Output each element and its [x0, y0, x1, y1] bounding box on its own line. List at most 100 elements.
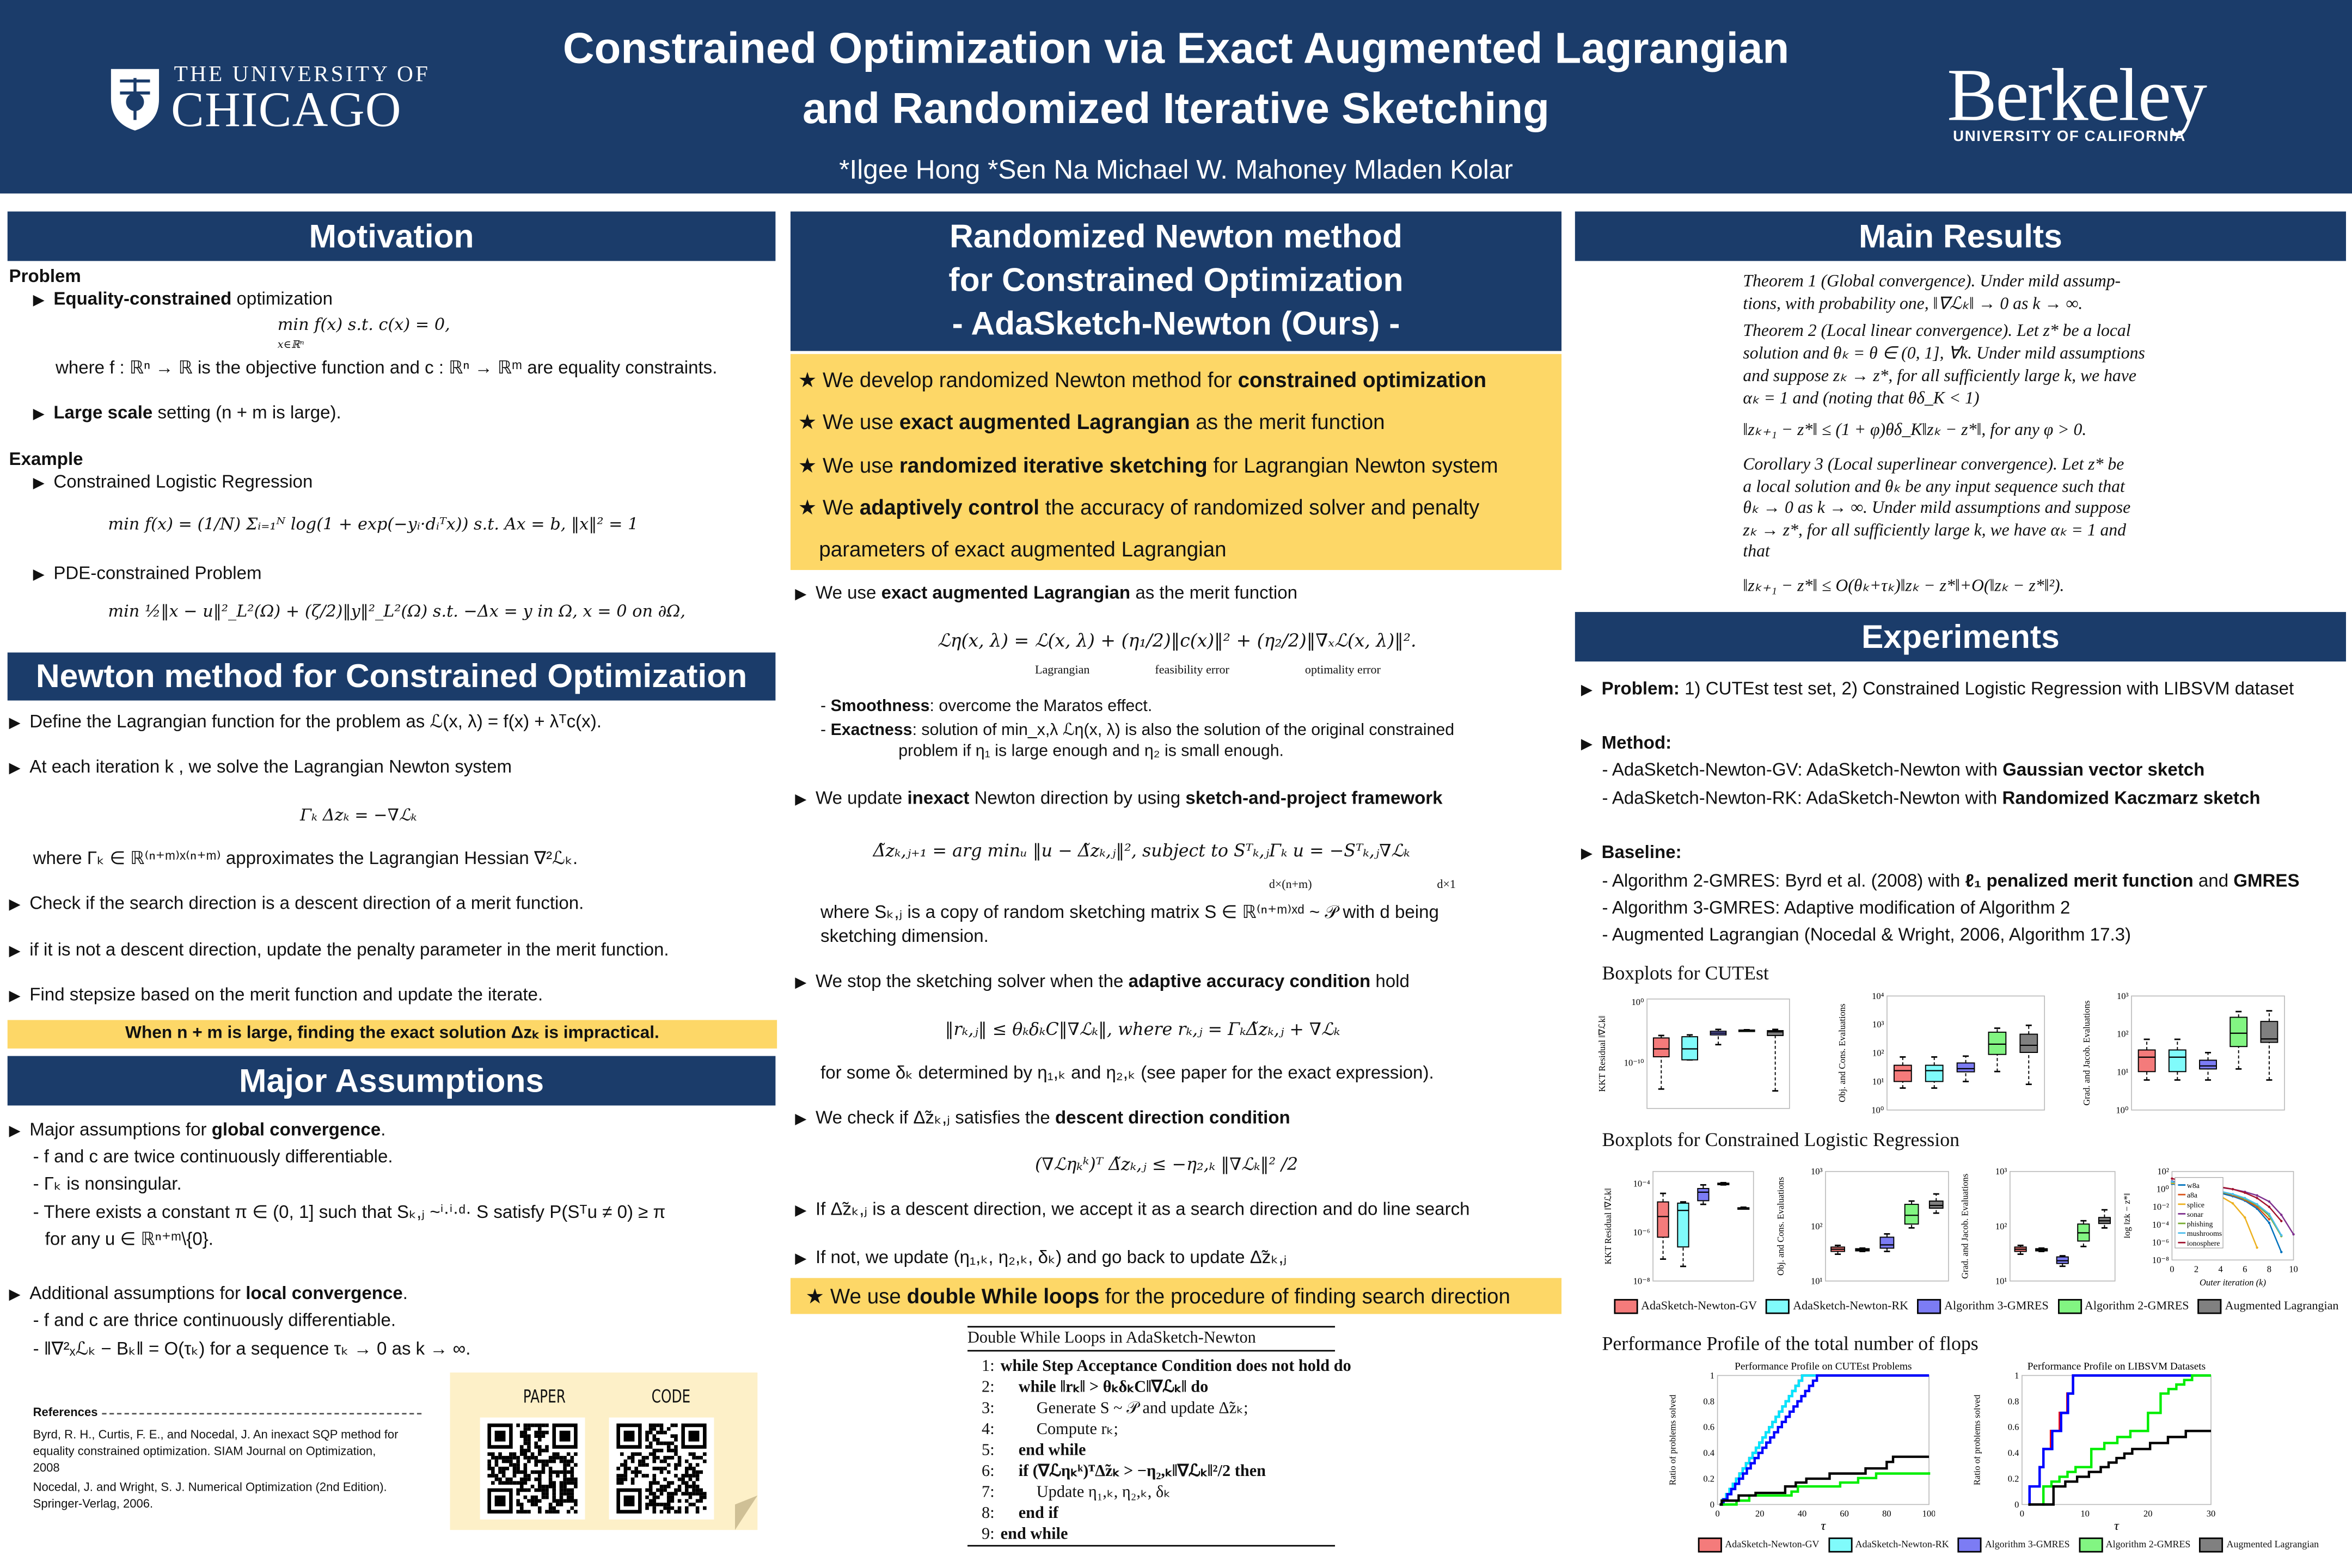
- qr-module: [545, 1492, 549, 1496]
- qr-module: [684, 1481, 689, 1485]
- profile-line: [1719, 1374, 1930, 1506]
- data-point: [2268, 1218, 2271, 1221]
- y-tick-label: 10⁻⁴: [2152, 1220, 2169, 1230]
- x-tick-label: 2: [2194, 1264, 2198, 1274]
- line-text: while Step Acceptance Condition does not…: [1000, 1357, 1351, 1376]
- plot-frame: [2131, 995, 2285, 1111]
- qr-module: [570, 1477, 574, 1481]
- exp-baseline-1: - Algorithm 2-GMRES: Byrd et al. (2008) …: [1602, 869, 2300, 891]
- qr-module: [537, 1434, 542, 1438]
- qr-module: [530, 1503, 535, 1506]
- qr-module: [527, 1459, 531, 1463]
- y-axis-label: KKT Residual ‖∇ℒk‖: [1597, 1015, 1607, 1092]
- y-tick-label: 1: [2014, 1370, 2019, 1381]
- qr-module: [659, 1423, 664, 1428]
- qr-module: [703, 1459, 707, 1463]
- qr-module: [670, 1456, 675, 1460]
- box: [1928, 1200, 1944, 1209]
- qr-module: [494, 1459, 499, 1463]
- problem-where: where f : ℝⁿ → ℝ is the objective functi…: [55, 357, 718, 378]
- poster-title-line2: and Randomized Iterative Sketching: [803, 85, 1549, 134]
- exp-baseline: ▶Baseline:: [1581, 841, 1682, 863]
- qr-module: [505, 1459, 510, 1463]
- qr-module: [563, 1459, 567, 1463]
- qr-module: [534, 1477, 538, 1481]
- qr-module: [695, 1488, 700, 1492]
- qr-code-paper[interactable]: [480, 1417, 585, 1520]
- qr-finder: [623, 1495, 635, 1506]
- qr-module: [663, 1466, 667, 1471]
- qr-module: [566, 1510, 571, 1514]
- qr-module: [659, 1441, 664, 1445]
- qr-module: [545, 1510, 549, 1514]
- qr-module: [534, 1488, 538, 1492]
- qr-module: [548, 1510, 553, 1514]
- qr-code-code[interactable]: [609, 1417, 714, 1520]
- box: [1988, 1031, 2007, 1055]
- qr-module: [630, 1452, 635, 1456]
- qr-module: [516, 1481, 520, 1485]
- qr-module: [645, 1434, 649, 1438]
- qr-module: [494, 1477, 499, 1481]
- data-point: [2280, 1234, 2283, 1236]
- line-number: 9:: [982, 1525, 995, 1543]
- qr-module: [648, 1445, 653, 1449]
- line-number: 1:: [982, 1357, 995, 1376]
- qr-module: [659, 1492, 664, 1496]
- qr-module: [548, 1470, 553, 1474]
- data-point: [2231, 1192, 2234, 1196]
- qr-module: [638, 1459, 642, 1463]
- qr-module: [519, 1484, 524, 1489]
- qr-module: [516, 1459, 520, 1463]
- legend-label: Algorithm 2-GMRES: [2084, 1298, 2189, 1313]
- qr-module: [695, 1492, 700, 1496]
- qr-module: [652, 1495, 657, 1499]
- newton-highlight: When n + m is large, finding the exact s…: [7, 1020, 777, 1049]
- y-tick-label: 10⁰: [2116, 1105, 2129, 1115]
- contribution-1: ★ We develop randomized Newton method fo…: [798, 367, 1487, 392]
- qr-module: [684, 1510, 689, 1514]
- qr-module: [648, 1452, 653, 1456]
- qr-module: [688, 1466, 693, 1471]
- data-point: [2256, 1203, 2258, 1206]
- qr-module: [652, 1503, 657, 1506]
- qr-module: [638, 1452, 642, 1456]
- qr-module: [519, 1434, 524, 1438]
- line-text: Update η₁,ₖ, η₂,ₖ, δₖ: [1036, 1483, 1171, 1502]
- exp-baseline-2: - Algorithm 3-GMRES: Adaptive modificati…: [1602, 897, 2071, 918]
- qr-module: [659, 1459, 664, 1463]
- assumption-g1: - f and c are twice continuously differe…: [33, 1146, 393, 1167]
- line-number: 2:: [982, 1378, 995, 1396]
- qr-module: [541, 1434, 546, 1438]
- qr-module: [699, 1499, 703, 1503]
- qr-module: [652, 1506, 657, 1510]
- y-tick-label: 10¹: [1995, 1276, 2007, 1286]
- qr-module: [703, 1495, 707, 1499]
- qr-module: [652, 1477, 657, 1481]
- qr-module: [516, 1470, 520, 1474]
- y-tick-label: 10³: [1811, 1166, 1823, 1177]
- qr-module: [527, 1448, 531, 1453]
- qr-module: [530, 1470, 535, 1474]
- algorithm-box: Double While Loops in AdaSketch-Newton 1…: [967, 1326, 1351, 1547]
- qr-module: [512, 1466, 517, 1471]
- qr-module: [509, 1481, 513, 1485]
- global-assumptions-heading: ▶Major assumptions for global convergenc…: [9, 1119, 386, 1140]
- y-tick-label: 10¹: [1872, 1076, 1884, 1087]
- data-point: [2280, 1214, 2283, 1216]
- legend-swatch: [1614, 1299, 1638, 1314]
- qr-module: [527, 1499, 531, 1503]
- newton-where: where Γₖ ∈ ℝ⁽ⁿ⁺ᵐ⁾ˣ⁽ⁿ⁺ᵐ⁾ approximates the…: [33, 847, 578, 869]
- legend-swatch: [2079, 1537, 2103, 1553]
- qr-module: [674, 1423, 678, 1428]
- y-tick-label: 10⁴: [1872, 991, 1884, 1001]
- qr-module: [677, 1459, 682, 1463]
- qr-module: [652, 1448, 657, 1453]
- qr-module: [519, 1481, 524, 1485]
- box: [2230, 1016, 2248, 1048]
- qr-module: [648, 1441, 653, 1445]
- qr-module: [523, 1481, 528, 1485]
- qr-module: [645, 1463, 649, 1467]
